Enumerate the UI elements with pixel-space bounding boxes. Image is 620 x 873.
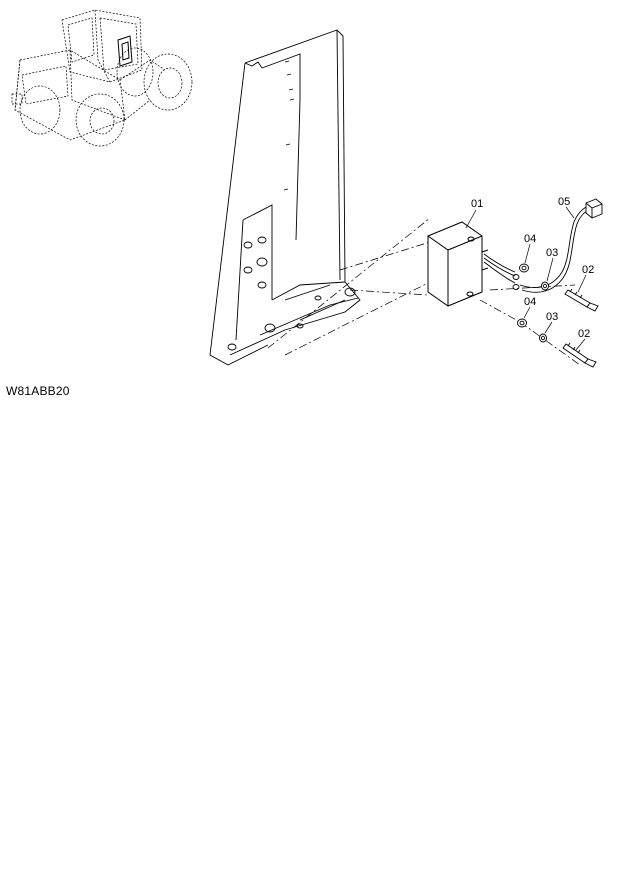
figure-code: W81ABB20	[6, 384, 70, 398]
machine-thumbnail	[11, 9, 193, 147]
callout-04-upper: 04	[524, 233, 536, 245]
callout-03-lower: 03	[546, 311, 558, 323]
part-location-marker	[117, 35, 133, 67]
callout-05: 05	[558, 196, 570, 208]
control-box-part-01	[427, 221, 489, 307]
nut-part-04-lower	[517, 318, 527, 328]
assembly-lines	[267, 217, 581, 366]
washer-part-03-lower	[539, 333, 547, 343]
callout-01: 01	[471, 198, 483, 210]
bolt-part-02-upper	[564, 288, 599, 312]
mounting-panel	[209, 29, 361, 366]
callout-02-upper: 02	[582, 264, 594, 276]
callout-02-lower: 02	[578, 328, 590, 340]
callout-03-upper: 03	[546, 247, 558, 259]
wire-harness-part-05	[483, 198, 603, 293]
washer-part-03-upper	[541, 281, 549, 291]
callout-04-lower: 04	[524, 296, 536, 308]
nut-part-04-upper	[519, 263, 529, 273]
bolt-part-02-lower	[562, 342, 597, 368]
leader-lines	[465, 206, 587, 351]
